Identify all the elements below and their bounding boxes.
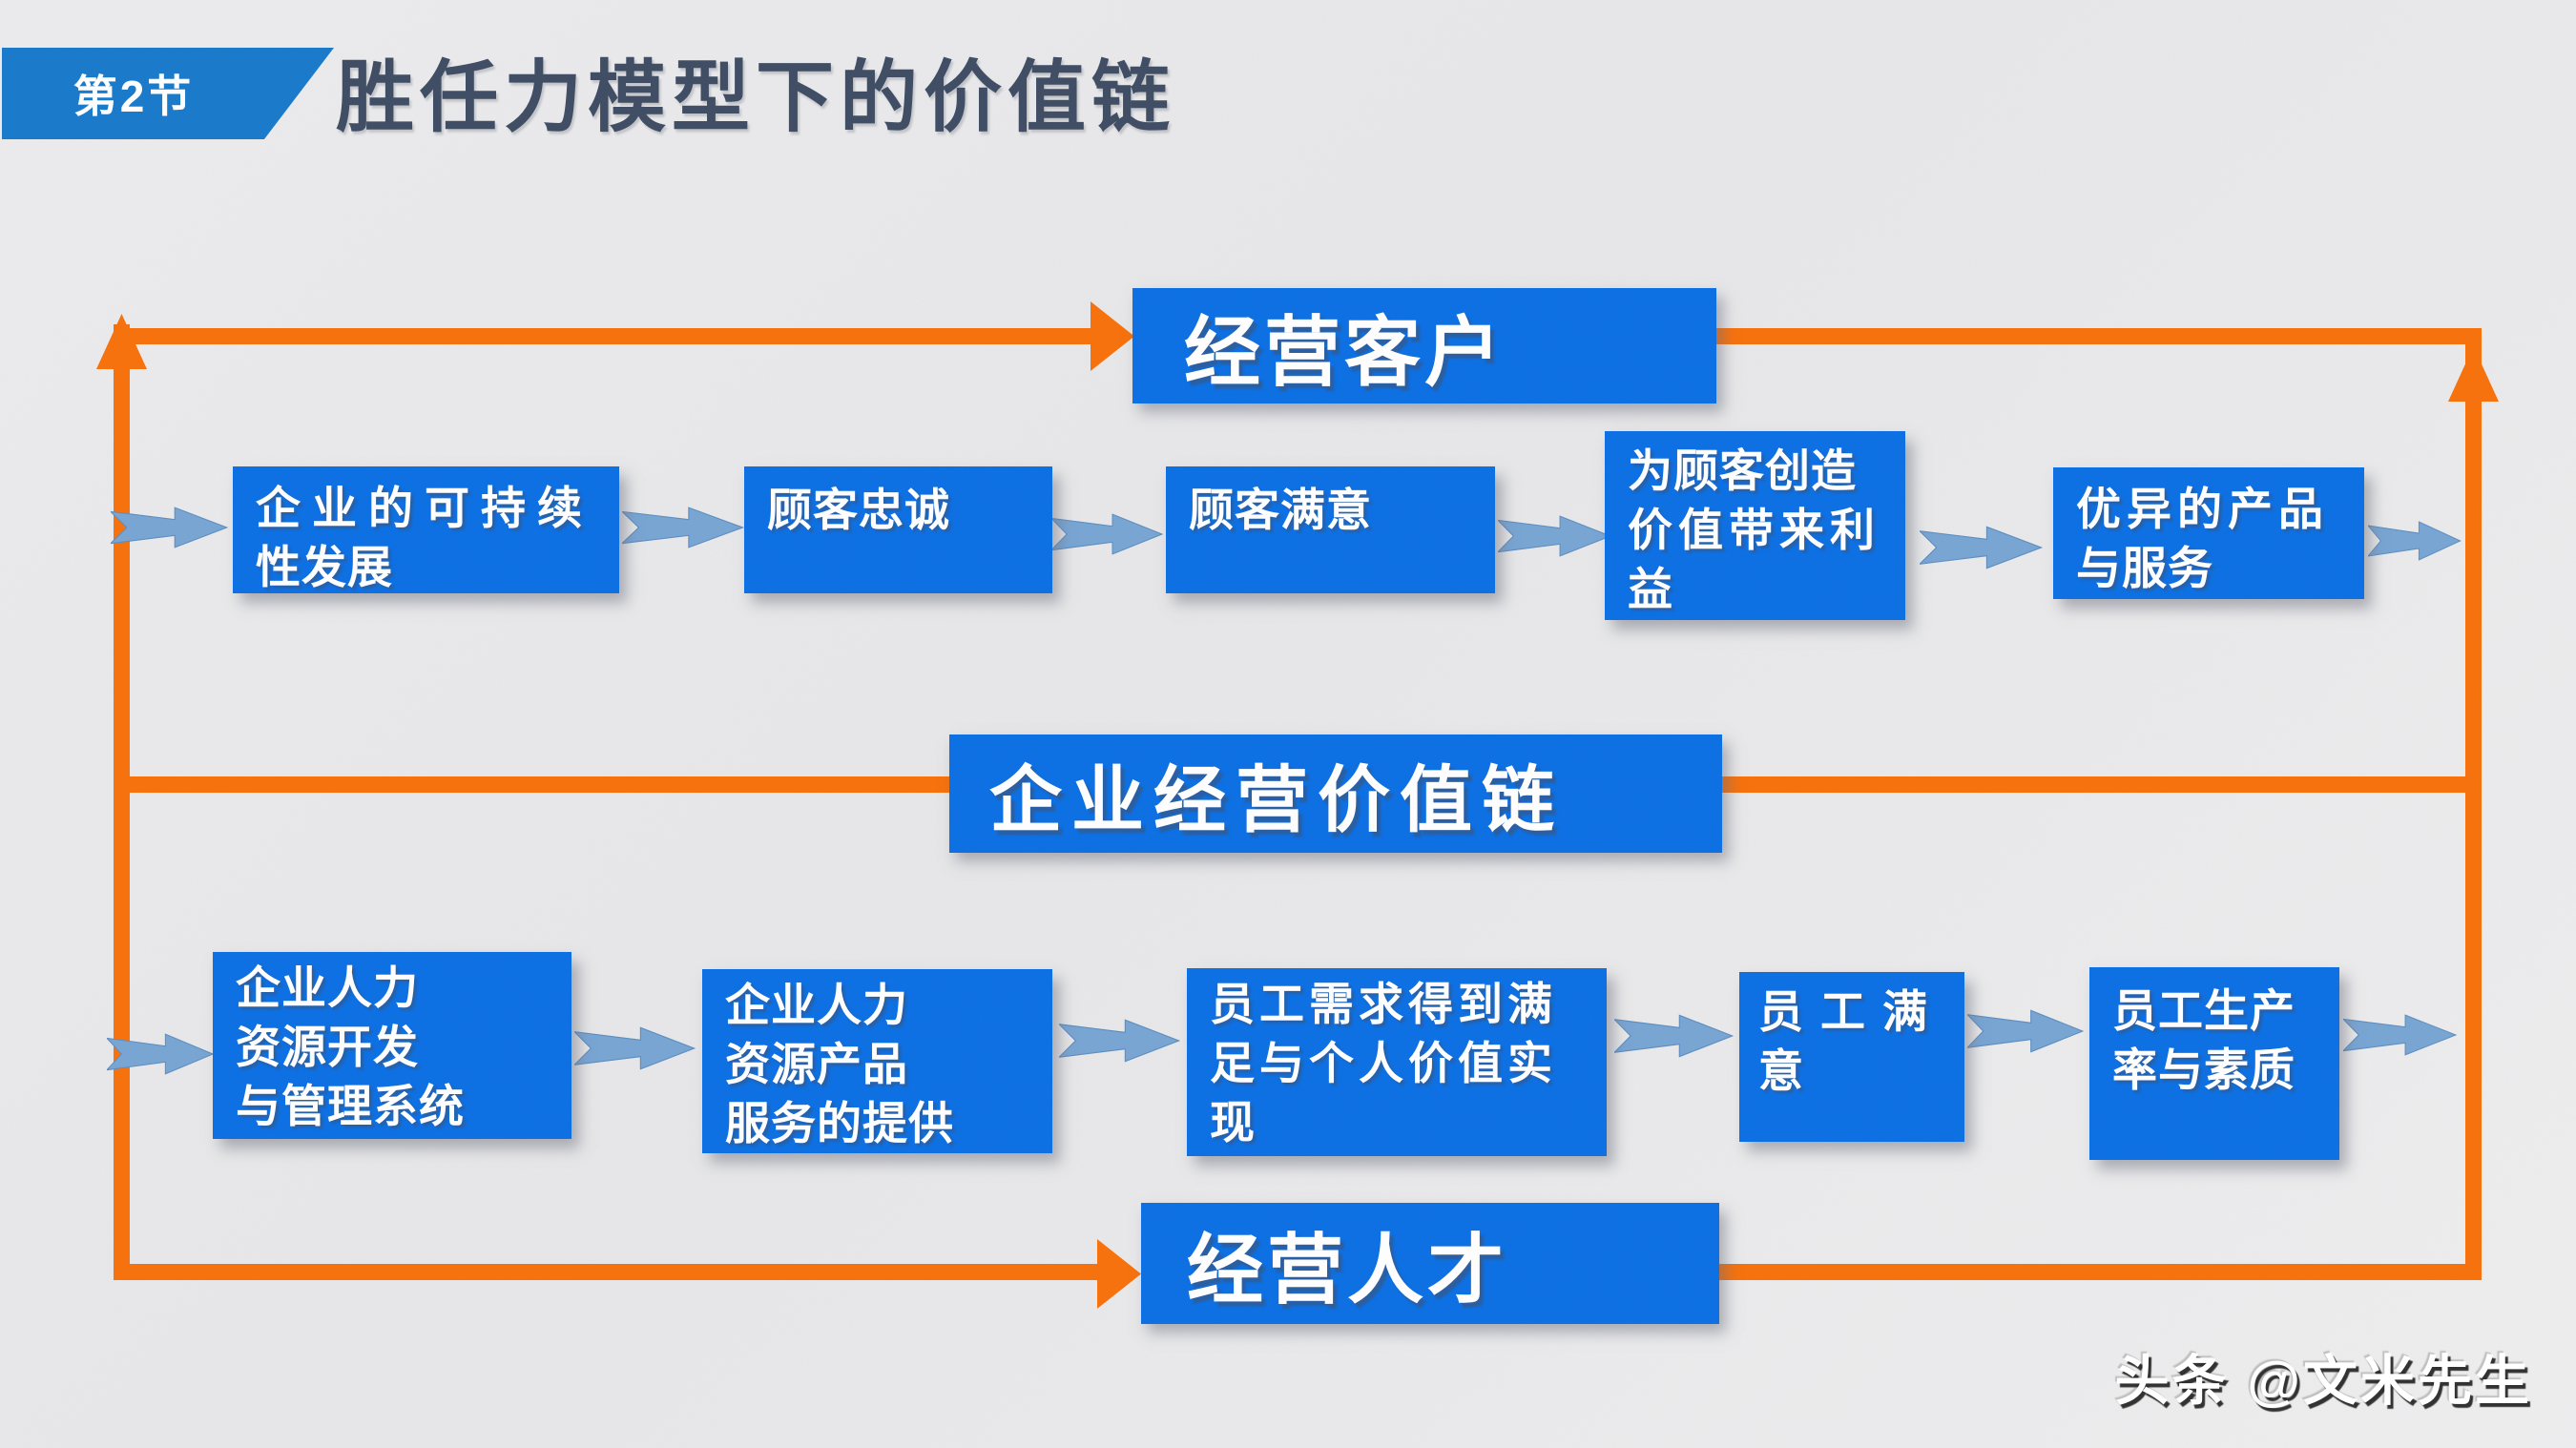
- box-text-line: 足与个人价值实: [1210, 1040, 1557, 1090]
- flow-arrow-icon: [572, 1024, 698, 1073]
- box-text-line: 企业人力: [236, 964, 419, 1014]
- flow-arrow-icon: [1918, 523, 2046, 572]
- watermark-text: 头条 @文米先生: [2114, 1351, 2532, 1412]
- box-text-line: 企业的可持续: [256, 485, 593, 534]
- flow-arrow-icon: [620, 504, 747, 551]
- loop-arrow-into-talent-left-icon: [1097, 1239, 1141, 1309]
- box-text-line: 益: [1628, 566, 1673, 616]
- loop-line-top-left: [114, 328, 1094, 344]
- flow-arrow-icon: [1612, 1011, 1736, 1061]
- section-badge-label: 第2节: [73, 72, 195, 121]
- box-excellent-products-services: 优异的产品 与服务: [2053, 467, 2364, 599]
- box-manage-talent: 经营人才: [1141, 1203, 1719, 1324]
- box-text-line: 资源开发: [236, 1024, 419, 1074]
- box-text-line: 企业人力: [725, 982, 908, 1031]
- loop-arrow-up-left-icon: [96, 314, 147, 369]
- box-customer-satisfaction: 顾客满意: [1166, 466, 1495, 593]
- loop-arrow-into-customer-left-icon: [1091, 301, 1134, 371]
- box-text-line: 员工需求得到满: [1210, 981, 1557, 1030]
- box-create-customer-value: 为顾客创造 价值带来利 益: [1605, 431, 1905, 620]
- box-text-line: 率与素质: [2112, 1046, 2296, 1097]
- box-text-line: 员工满: [1758, 988, 1944, 1038]
- box-employee-needs-met: 员工需求得到满 足与个人价值实 现: [1187, 968, 1607, 1156]
- box-text-line: 现: [1210, 1099, 1256, 1149]
- flow-arrow-icon: [1057, 1016, 1183, 1065]
- box-enterprise-value-chain-label: 企业经营价值链: [989, 760, 1564, 841]
- box-text-line: 意: [1758, 1047, 1804, 1098]
- box-manage-customers-label: 经营客户: [1184, 309, 1505, 395]
- flow-arrow-icon: [1049, 510, 1166, 558]
- box-text-line: 与管理系统: [236, 1083, 465, 1133]
- box-text-line: 资源产品: [725, 1041, 908, 1091]
- loop-arrow-up-right-icon: [2448, 346, 2499, 402]
- box-text-line: 与服务: [2076, 545, 2213, 595]
- loop-line-bottom-left: [114, 1264, 1101, 1280]
- box-text-line: 员工生产: [2112, 987, 2296, 1037]
- box-customer-loyalty: 顾客忠诚: [744, 466, 1052, 593]
- flow-arrow-icon: [1965, 1006, 2087, 1056]
- box-employee-productivity: 员工生产 率与素质: [2089, 967, 2339, 1160]
- flow-arrow-icon: [2341, 1011, 2460, 1059]
- box-hr-development-system: 企业人力 资源开发 与管理系统: [213, 952, 571, 1139]
- section-badge: 第2节: [2, 48, 334, 139]
- box-employee-satisfaction: 员工满 意: [1739, 972, 1964, 1142]
- flow-arrow-icon: [105, 1030, 217, 1078]
- loop-line-bottom-right: [1717, 1264, 2482, 1280]
- box-text-line: 为顾客创造: [1628, 447, 1857, 497]
- loop-line-top-right: [1710, 328, 2482, 344]
- box-text-line: 价值带来利: [1628, 507, 1880, 557]
- box-text-line: 顾客忠诚: [767, 486, 950, 536]
- box-manage-talent-label: 经营人才: [1187, 1227, 1507, 1313]
- box-text-line: 顾客满意: [1189, 486, 1372, 536]
- flow-arrow-icon: [1496, 512, 1614, 560]
- box-enterprise-value-chain: 企业经营价值链: [949, 734, 1722, 853]
- box-text-line: 性发展: [256, 544, 393, 594]
- box-hr-product-service: 企业人力 资源产品 服务的提供: [702, 969, 1052, 1153]
- flow-arrow-icon: [2366, 518, 2463, 564]
- slide-title: 胜任力模型下的价值链: [336, 54, 1176, 141]
- loop-line-left-vertical: [114, 324, 130, 1280]
- box-text-line: 服务的提供: [725, 1100, 954, 1150]
- box-manage-customers: 经营客户: [1132, 288, 1716, 403]
- flow-arrow-icon: [109, 504, 231, 551]
- box-sustainable-development: 企业的可持续 性发展: [233, 466, 619, 593]
- box-text-line: 优异的产品: [2076, 486, 2329, 535]
- loop-line-right-vertical: [2465, 328, 2482, 1280]
